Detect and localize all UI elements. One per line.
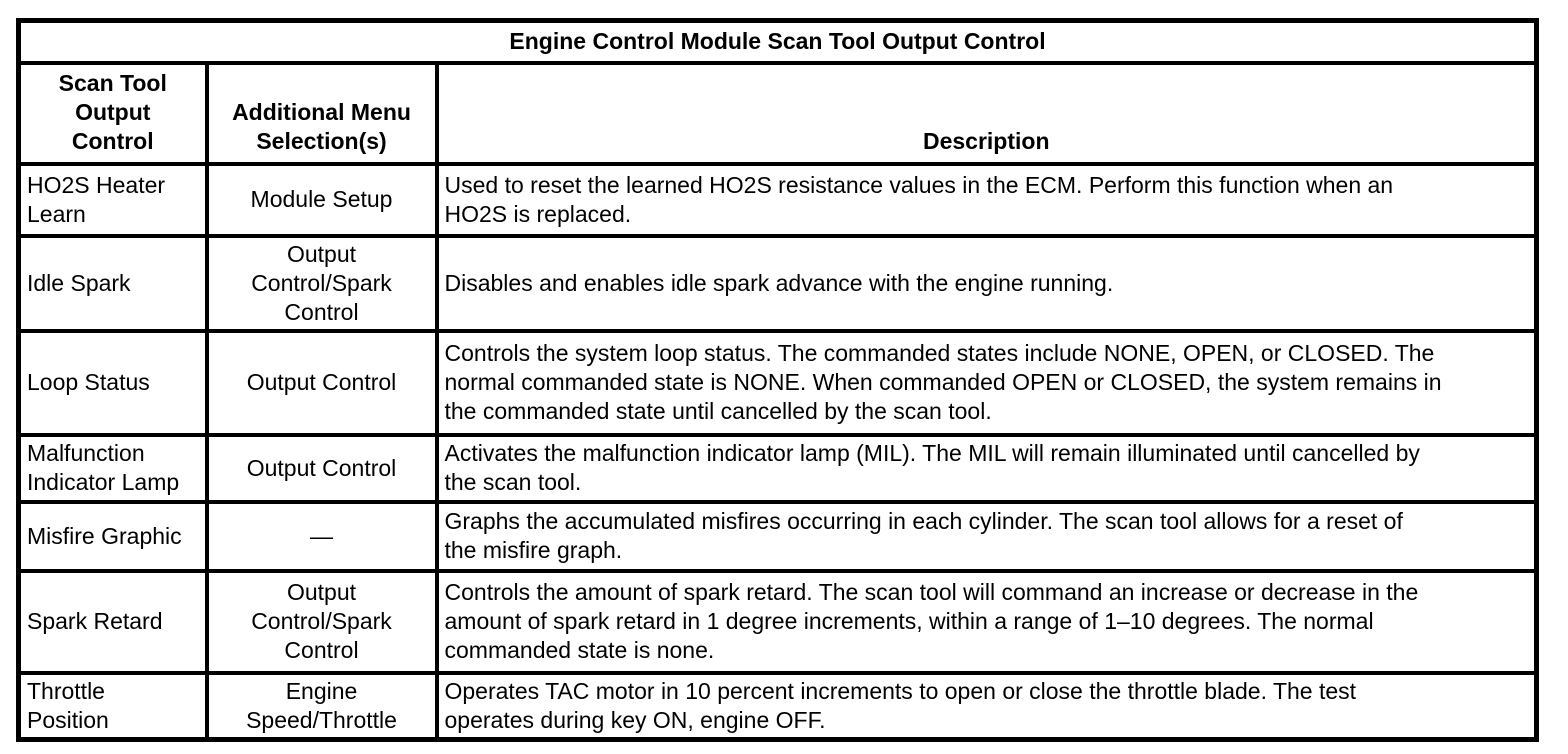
ecm-scan-tool-output-control-table: Engine Control Module Scan Tool Output C…	[16, 18, 1539, 742]
control-cell: Idle Spark	[16, 233, 209, 333]
menu-cell: Output Control/Spark Control	[204, 233, 439, 333]
control-cell: Throttle Position	[16, 670, 209, 742]
description-cell: Used to reset the learned HO2S resistanc…	[434, 161, 1539, 238]
description-cell: Activates the malfunction indicator lamp…	[434, 432, 1539, 504]
table-row-ho2s-heater-learn: HO2S Heater Learn Module Setup Used to r…	[16, 161, 1539, 238]
description-cell: Controls the system loop status. The com…	[434, 328, 1539, 437]
menu-cell: —	[204, 499, 439, 573]
table-row-loop-status: Loop Status Output Control Controls the …	[16, 328, 1539, 437]
menu-cell: Module Setup	[204, 161, 439, 238]
header-additional-menu-selections: Additional Menu Selection(s)	[204, 60, 439, 166]
control-cell: Misfire Graphic	[16, 499, 209, 573]
control-cell: Loop Status	[16, 328, 209, 437]
header-description: Description	[434, 60, 1539, 166]
description-cell: Operates TAC motor in 10 percent increme…	[434, 670, 1539, 742]
description-cell: Controls the amount of spark retard. The…	[434, 568, 1539, 675]
table-row-throttle-position: Throttle Position Engine Speed/Throttle …	[16, 670, 1539, 742]
header-scan-tool-output-control: Scan Tool Output Control	[16, 60, 209, 166]
description-cell: Disables and enables idle spark advance …	[434, 233, 1539, 333]
table-title-row: Engine Control Module Scan Tool Output C…	[16, 18, 1539, 65]
control-cell: Spark Retard	[16, 568, 209, 675]
menu-cell: Output Control	[204, 432, 439, 504]
table-title: Engine Control Module Scan Tool Output C…	[16, 18, 1539, 65]
control-cell: HO2S Heater Learn	[16, 161, 209, 238]
table-header-row: Scan Tool Output Control Additional Menu…	[16, 60, 1539, 166]
menu-cell: Output Control	[204, 328, 439, 437]
description-cell: Graphs the accumulated misfires occurrin…	[434, 499, 1539, 573]
menu-cell: Output Control/Spark Control	[204, 568, 439, 675]
table-row-spark-retard: Spark Retard Output Control/Spark Contro…	[16, 568, 1539, 675]
control-cell: Malfunction Indicator Lamp	[16, 432, 209, 504]
table-row-malfunction-indicator-lamp: Malfunction Indicator Lamp Output Contro…	[16, 432, 1539, 504]
table-row-misfire-graphic: Misfire Graphic — Graphs the accumulated…	[16, 499, 1539, 573]
menu-cell: Engine Speed/Throttle	[204, 670, 439, 742]
table-row-idle-spark: Idle Spark Output Control/Spark Control …	[16, 233, 1539, 333]
